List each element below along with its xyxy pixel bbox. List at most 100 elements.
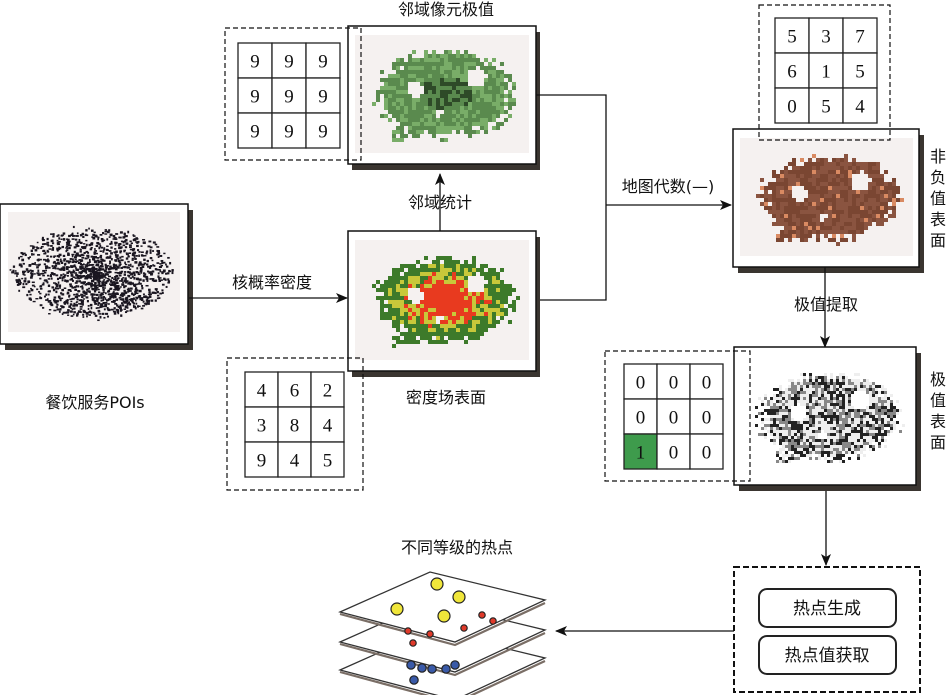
grid-value: 5 bbox=[855, 62, 865, 83]
neighborhood-max-caption: 邻域像元极值 bbox=[398, 0, 494, 19]
caption-char: 负 bbox=[930, 168, 946, 187]
extreme-map bbox=[755, 373, 905, 463]
hotspot-point bbox=[460, 624, 468, 632]
grid-cell: 4 bbox=[310, 406, 345, 443]
caption-char: 极 bbox=[930, 370, 946, 389]
hotspot-point bbox=[404, 627, 412, 635]
hotspot-point bbox=[489, 617, 497, 625]
grid-value: 0 bbox=[702, 373, 712, 394]
grid-value: 5 bbox=[787, 27, 797, 48]
grid-value: 9 bbox=[284, 87, 294, 108]
grid-cell: 8 bbox=[277, 406, 312, 443]
grid-cell: 4 bbox=[244, 371, 279, 408]
grid-value: 9 bbox=[284, 122, 294, 143]
hotspot-point bbox=[478, 611, 486, 619]
hotspot-point bbox=[426, 630, 434, 638]
caption-char: 面 bbox=[930, 231, 946, 250]
grid-value: 9 bbox=[257, 451, 267, 472]
grid-cell: 9 bbox=[271, 77, 307, 114]
hotspot-point bbox=[409, 675, 419, 685]
density-caption: 密度场表面 bbox=[406, 388, 486, 407]
extreme-surface-node bbox=[733, 346, 921, 491]
hotspot-point bbox=[406, 660, 416, 670]
grid-value: 4 bbox=[257, 381, 267, 402]
grid-value: 6 bbox=[787, 62, 797, 83]
neighborhood-max-map bbox=[372, 50, 516, 142]
grid-cell: 0 bbox=[656, 433, 691, 470]
grid-cell: 5 bbox=[310, 441, 345, 478]
grid-value: 0 bbox=[636, 373, 646, 394]
grid-value: 2 bbox=[323, 381, 333, 402]
hotspot-layer bbox=[338, 571, 547, 647]
grid-cell: 0 bbox=[689, 398, 724, 435]
grid-cell: 9 bbox=[237, 112, 273, 149]
grid-cell: 1 bbox=[623, 433, 658, 470]
grid-cell: 0 bbox=[623, 398, 658, 435]
grid-value: 6 bbox=[290, 381, 300, 402]
grid-cell: 9 bbox=[271, 112, 307, 149]
grid-value: 0 bbox=[669, 443, 679, 464]
grid-value: 9 bbox=[250, 52, 260, 73]
caption-char: 表 bbox=[930, 412, 946, 431]
grid-value: 9 bbox=[318, 87, 328, 108]
step-label: 热点值获取 bbox=[785, 646, 870, 666]
step-hotspot-value[interactable]: 热点值获取 bbox=[758, 635, 897, 675]
hotspot-point bbox=[450, 660, 460, 670]
grid-cell: 9 bbox=[237, 77, 273, 114]
focal-stats-label: 邻域统计 bbox=[408, 193, 472, 212]
hotspot-layers bbox=[338, 571, 547, 695]
grid-cell: 6 bbox=[277, 371, 312, 408]
grid-cell: 3 bbox=[808, 17, 844, 54]
poi-map-node bbox=[0, 203, 193, 350]
grid-value: 8 bbox=[290, 416, 300, 437]
grid-value: 0 bbox=[702, 408, 712, 429]
kde-label: 核概率密度 bbox=[232, 273, 312, 292]
grid-value: 1 bbox=[821, 62, 831, 83]
hotspot-point bbox=[417, 663, 427, 673]
extract-label: 极值提取 bbox=[794, 295, 858, 314]
caption-char: 面 bbox=[930, 433, 946, 452]
nonnegative-map bbox=[756, 154, 904, 246]
caption-char: 表 bbox=[930, 210, 946, 229]
grid-value: 3 bbox=[257, 416, 267, 437]
grid-value: 5 bbox=[323, 451, 333, 472]
grid-cell: 9 bbox=[244, 441, 279, 478]
grid-cell: 3 bbox=[244, 406, 279, 443]
grid-cell: 0 bbox=[689, 363, 724, 400]
grid-value: 4 bbox=[290, 451, 300, 472]
map-algebra-connector bbox=[536, 94, 607, 301]
grid-cell: 0 bbox=[656, 398, 691, 435]
grid-value: 3 bbox=[821, 27, 831, 48]
grid-cell: 5 bbox=[808, 87, 844, 124]
grid-cell: 2 bbox=[310, 371, 345, 408]
hotspot-point bbox=[452, 590, 466, 604]
grid-value: 0 bbox=[669, 408, 679, 429]
caption-char: 值 bbox=[930, 391, 946, 410]
grid-value: 9 bbox=[318, 122, 328, 143]
poi-caption: 餐饮服务POIs bbox=[45, 393, 144, 412]
grid-cell: 0 bbox=[623, 363, 658, 400]
step-hotspot-generation[interactable]: 热点生成 bbox=[758, 588, 897, 628]
grid-value: 0 bbox=[702, 443, 712, 464]
grid-cell: 0 bbox=[656, 363, 691, 400]
grid-value: 0 bbox=[636, 408, 646, 429]
grid-cell: 0 bbox=[774, 87, 810, 124]
grid-cell: 7 bbox=[842, 17, 878, 54]
grid-value: 0 bbox=[669, 373, 679, 394]
step-label: 热点生成 bbox=[793, 599, 861, 619]
process-box: 热点生成 热点值获取 bbox=[733, 566, 921, 693]
grid-cell: 9 bbox=[305, 42, 341, 79]
hotspot-point bbox=[430, 577, 444, 591]
hotspot-point bbox=[409, 639, 417, 647]
hotspot-point bbox=[437, 609, 451, 623]
grid-cell: 9 bbox=[305, 112, 341, 149]
grid-value: 9 bbox=[318, 52, 328, 73]
density-surface-node bbox=[347, 230, 540, 377]
